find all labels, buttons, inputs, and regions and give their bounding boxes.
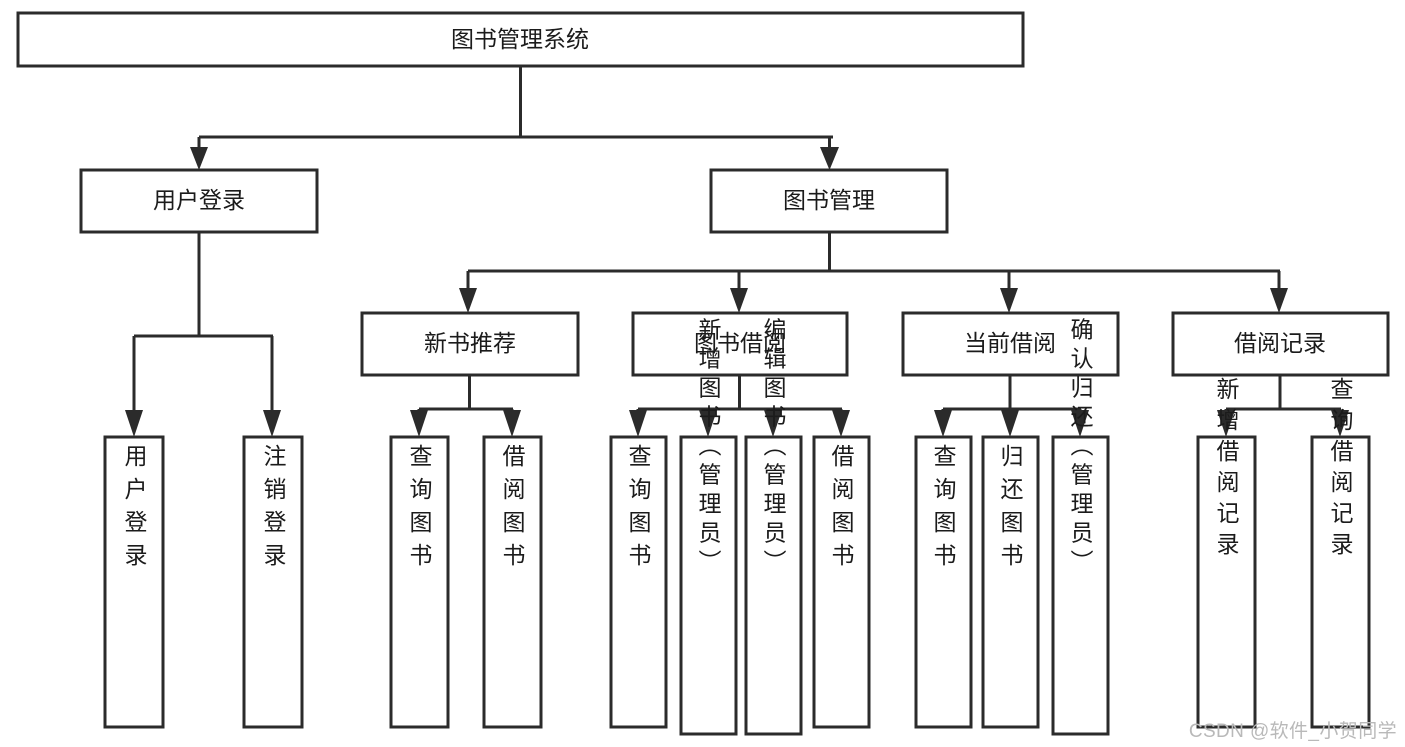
node-leaf-query-book-1-label: 查询图书	[406, 444, 433, 576]
node-borrow-record-box[interactable]	[1171, 311, 1390, 377]
node-leaf-query-book-3-box[interactable]	[914, 435, 973, 729]
node-book-borrow-label: 图书借阅	[694, 330, 786, 356]
node-leaf-borrow-book-1-label: 借阅图书	[499, 444, 526, 576]
arrowhead-leaf-query-book-2	[629, 410, 647, 437]
arrowhead-leaf-borrow-book-1	[503, 410, 521, 437]
node-user-login-box[interactable]	[79, 168, 319, 234]
connector-layer	[125, 66, 1349, 437]
node-new-book-rec[interactable]: 新书推荐	[360, 311, 580, 377]
node-leaf-borrow-book-1-box[interactable]	[482, 435, 543, 729]
node-leaf-query-book-1-box[interactable]	[389, 435, 450, 729]
node-leaf-edit-book[interactable]: 编辑图书（管理员）	[744, 318, 803, 736]
node-user-login-label: 用户登录	[153, 187, 245, 213]
node-leaf-add-record-label: 新增借阅记录	[1213, 377, 1240, 563]
node-leaf-logout-label: 注销登录	[260, 444, 287, 576]
node-book-manage-label: 图书管理	[783, 187, 875, 213]
arrowhead-leaf-confirm-return	[1071, 410, 1089, 437]
node-root[interactable]: 图书管理系统	[16, 11, 1025, 68]
node-leaf-edit-book-label: 编辑图书（管理员）	[760, 318, 787, 579]
node-leaf-user-login-box[interactable]	[103, 435, 165, 729]
node-leaf-edit-book-box[interactable]	[744, 435, 803, 736]
arrowhead-borrow-record	[1270, 288, 1288, 313]
node-leaf-borrow-book-2-label: 借阅图书	[828, 444, 855, 576]
node-borrow-record-label: 借阅记录	[1234, 330, 1326, 356]
node-book-manage-box[interactable]	[709, 168, 949, 234]
node-leaf-query-record-label: 查询借阅记录	[1327, 377, 1354, 563]
arrowhead-leaf-query-record	[1331, 410, 1349, 437]
watermark: CSDN @软件_小贺同学	[1188, 721, 1397, 742]
node-borrow-record[interactable]: 借阅记录	[1171, 311, 1390, 377]
arrowhead-book-manage	[820, 147, 839, 170]
node-root-label: 图书管理系统	[451, 26, 589, 52]
node-user-login[interactable]: 用户登录	[79, 168, 319, 234]
arrowhead-user-login	[190, 147, 208, 170]
arrowhead-leaf-query-book-1	[410, 410, 428, 437]
node-leaf-user-login-label: 用户登录	[121, 444, 148, 576]
node-leaf-query-book-3[interactable]: 查询图书	[914, 435, 973, 729]
node-current-borrow-box[interactable]	[901, 311, 1120, 377]
node-leaf-confirm-return-label: 确认归还（管理员）	[1067, 318, 1094, 579]
arrowhead-leaf-return-book	[1001, 410, 1019, 437]
node-leaf-add-book-box[interactable]	[679, 435, 738, 736]
node-leaf-borrow-book-1[interactable]: 借阅图书	[482, 435, 543, 729]
arrowhead-leaf-user-login	[125, 410, 143, 437]
arrowhead-leaf-add-book	[699, 410, 717, 437]
node-leaf-add-book[interactable]: 新增图书（管理员）	[679, 318, 738, 736]
node-book-borrow-box[interactable]	[631, 311, 849, 377]
node-leaf-query-book-1[interactable]: 查询图书	[389, 435, 450, 729]
node-leaf-confirm-return[interactable]: 确认归还（管理员）	[1051, 318, 1110, 736]
node-leaf-add-record-box[interactable]	[1196, 435, 1257, 729]
node-leaf-query-book-2-label: 查询图书	[625, 444, 652, 576]
node-leaf-query-record-box[interactable]	[1310, 435, 1371, 729]
node-current-borrow[interactable]: 当前借阅	[901, 311, 1120, 377]
arrowhead-leaf-add-record	[1217, 410, 1235, 437]
node-leaf-query-book-2-box[interactable]	[609, 435, 668, 729]
node-leaf-add-book-label: 新增图书（管理员）	[695, 318, 722, 579]
node-current-borrow-label: 当前借阅	[964, 330, 1056, 356]
node-new-book-rec-label: 新书推荐	[424, 330, 516, 356]
node-book-manage[interactable]: 图书管理	[709, 168, 949, 234]
node-leaf-user-login[interactable]: 用户登录	[103, 435, 165, 729]
node-book-borrow[interactable]: 图书借阅	[631, 311, 849, 377]
node-leaf-query-record[interactable]: 查询借阅记录	[1310, 377, 1371, 729]
node-leaf-query-book-2[interactable]: 查询图书	[609, 435, 668, 729]
arrowhead-leaf-edit-book	[764, 410, 782, 437]
node-leaf-add-record[interactable]: 新增借阅记录	[1196, 377, 1257, 729]
arrowhead-new-book-rec	[459, 288, 477, 313]
arrowhead-leaf-query-book-3	[934, 410, 952, 437]
node-leaf-confirm-return-box[interactable]	[1051, 435, 1110, 736]
node-leaf-return-book[interactable]: 归还图书	[981, 435, 1040, 729]
node-leaf-borrow-book-2-box[interactable]	[812, 435, 871, 729]
node-leaf-return-book-box[interactable]	[981, 435, 1040, 729]
arrowhead-current-borrow	[1000, 288, 1018, 313]
arrowhead-leaf-logout	[263, 410, 281, 437]
node-leaf-query-book-3-label: 查询图书	[930, 444, 957, 576]
arrowhead-leaf-borrow-book-2	[832, 410, 850, 437]
node-root-box[interactable]	[16, 11, 1025, 68]
node-new-book-rec-box[interactable]	[360, 311, 580, 377]
node-leaf-logout-box[interactable]	[242, 435, 304, 729]
node-leaf-logout[interactable]: 注销登录	[242, 435, 304, 729]
arrowhead-book-borrow	[730, 288, 748, 313]
node-leaf-return-book-label: 归还图书	[997, 444, 1024, 576]
node-leaf-borrow-book-2[interactable]: 借阅图书	[812, 435, 871, 729]
